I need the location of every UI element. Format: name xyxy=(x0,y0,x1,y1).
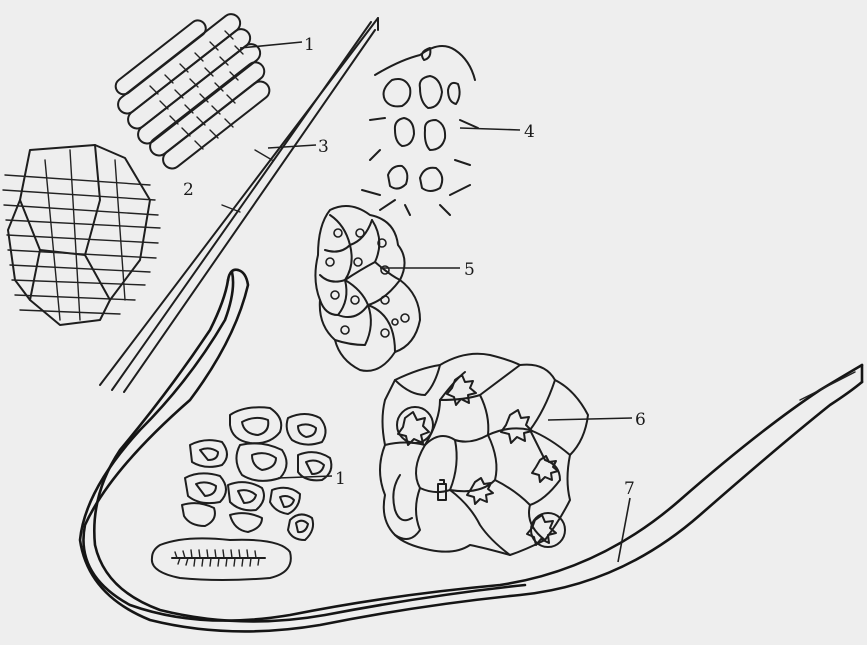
structure-1-top-tube-bundle xyxy=(112,11,273,173)
label-7: 7 xyxy=(624,479,635,499)
structure-1-bottom-stone-cells xyxy=(152,407,332,580)
label-3: 3 xyxy=(318,137,329,157)
label-4: 4 xyxy=(524,122,535,142)
label-2: 2 xyxy=(183,180,194,200)
label-1-bottom: 1 xyxy=(335,469,346,489)
structure-5-nucleated-cells xyxy=(315,206,420,371)
structure-7-curved-fiber xyxy=(80,270,862,632)
structure-2-fiber-mesh xyxy=(3,145,160,325)
structure-4-cell-net xyxy=(362,46,478,215)
label-1-top: 1 xyxy=(304,35,315,55)
label-5: 5 xyxy=(464,260,475,280)
label-6: 6 xyxy=(635,410,646,430)
structure-6-crystal-cells xyxy=(380,354,588,555)
